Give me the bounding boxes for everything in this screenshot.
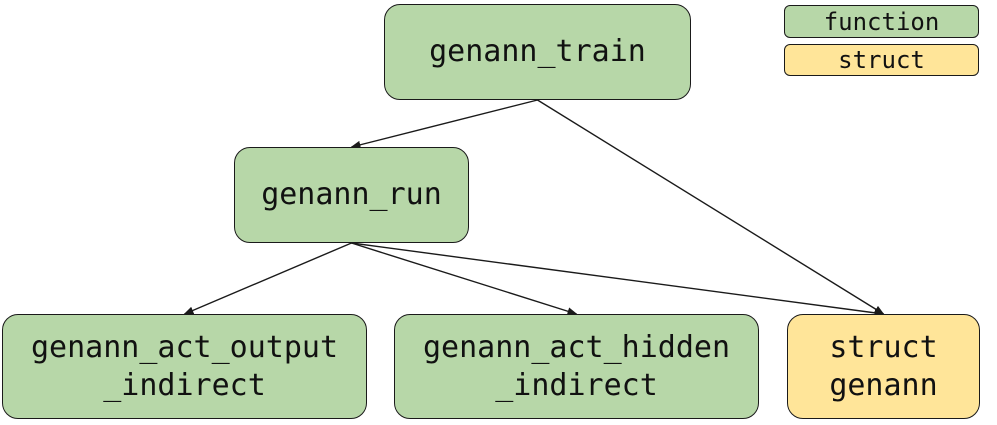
node-genann-act-output-indirect: genann_act_output _indirect (2, 314, 367, 419)
node-genann-train: genann_train (384, 4, 691, 100)
legend-struct: struct (784, 44, 979, 76)
node-struct-genann: struct genann (787, 314, 980, 419)
edge-genann_run-to-struct_genann (351, 242, 885, 317)
legend-function: function (784, 5, 979, 38)
node-label-line-2: genann (829, 367, 938, 403)
edge-genann_run-to-genann_act_hidden_indirect (351, 242, 578, 316)
node-label-line-1: genann_act_hidden (422, 330, 731, 365)
edge-genann_train-to-genann_run (350, 99, 538, 149)
node-label-line-2: _indirect (103, 367, 266, 403)
node-label: genann_run (261, 177, 442, 213)
node-genann-act-hidden-indirect: genann_act_hidden _indirect (394, 314, 759, 419)
edge-genann_train-to-struct_genann (537, 99, 885, 315)
node-label-line-2: _indirect (495, 367, 658, 403)
edge-genann_run-to-genann_act_output_indirect (183, 242, 352, 315)
node-genann-run: genann_run (234, 147, 469, 243)
node-label-line-1: struct (829, 330, 938, 365)
node-label-line-1: genann_act_output (30, 330, 339, 365)
node-label: genann_train (429, 34, 646, 70)
legend-label: function (823, 7, 940, 36)
legend-label: struct (838, 46, 925, 74)
